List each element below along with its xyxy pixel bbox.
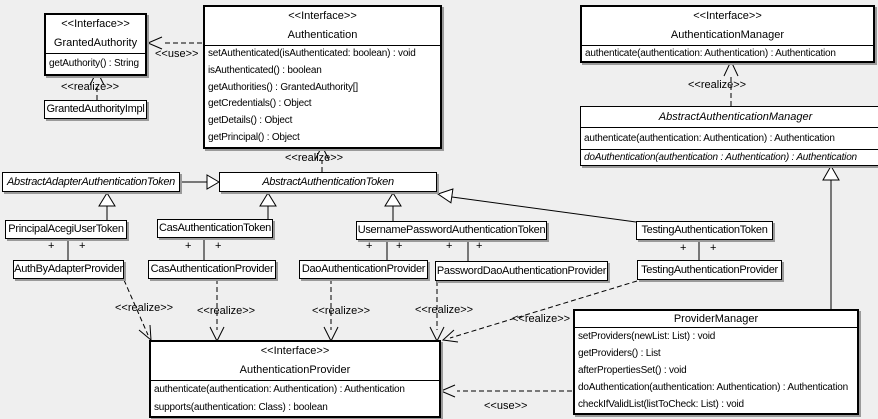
plus-up-pwddao-2: +: [476, 240, 483, 252]
method: doAuthentication(authentication : Authen…: [584, 152, 857, 163]
class-dao-authentication-provider: DaoAuthenticationProvider: [299, 260, 428, 279]
class-name: GrantedAuthorityImpl: [46, 103, 145, 115]
plus-principal-1: +: [48, 240, 55, 252]
class-principal-acegi-user-token: PrincipalAcegiUserToken: [5, 220, 127, 239]
method: getProviders() : List: [578, 348, 661, 359]
stereotype: <<Interface>>: [61, 18, 130, 30]
method: authenticate(authentication: Authenticat…: [154, 384, 405, 395]
stereotype: <<Interface>>: [260, 345, 330, 357]
class-granted-authority-impl: GrantedAuthorityImpl: [44, 100, 147, 119]
use-arrow-providermanager-authenticationprovider: [439, 384, 572, 398]
class-authentication: <<Interface>> Authentication setAuthenti…: [203, 5, 442, 149]
class-title: <<Interface>> Authentication: [205, 7, 440, 46]
method: afterPropertiesSet() : void: [578, 365, 687, 376]
gen-arrow-testing-token: [436, 188, 637, 223]
method: authenticate(authentication: Authenticat…: [581, 128, 878, 150]
class-cas-authentication-provider: CasAuthenticationProvider: [148, 260, 276, 279]
class-title: <<Interface>> AuthenticationProvider: [151, 342, 439, 381]
plus-up-pwddao-1: +: [446, 240, 453, 252]
use-arrow-authentication-grantedauthority: [146, 36, 202, 50]
class-title: <<Interface>> AuthenticationManager: [582, 7, 873, 46]
realize-label-password-dao-provider: <<realize>>: [415, 304, 474, 316]
class-password-dao-authentication-provider: PasswordDaoAuthenticationProvider: [435, 261, 608, 281]
plus-up-dao-2: +: [396, 240, 403, 252]
class-name: TestingAuthenticationProvider: [641, 264, 778, 276]
class-provider-manager: ProviderManager setProviders(newList: Li…: [573, 309, 859, 415]
method: getAuthority() : String: [49, 58, 139, 69]
realize-label-abstract-authentication-token: <<realize>>: [285, 152, 344, 164]
class-name: AuthenticationManager: [670, 29, 785, 41]
use-label-provider-manager: <<use>>: [484, 400, 528, 412]
class-name: Authentication: [287, 29, 358, 41]
use-label-granted-authority: <<use>>: [155, 48, 199, 60]
class-name: AuthByAdapterProvider: [14, 263, 123, 275]
class-abstract-authentication-token: AbstractAuthenticationToken: [219, 172, 437, 192]
class-authentication-manager: <<Interface>> AuthenticationManager auth…: [580, 5, 875, 63]
stereotype: <<Interface>>: [288, 10, 357, 22]
method: setProviders(newList: List) : void: [578, 331, 716, 342]
class-name: AbstractAuthenticationToken: [262, 176, 394, 188]
method: getPrincipal() : Object: [208, 131, 300, 143]
realize-label-auth-by-adapter-provider: <<realize>>: [115, 302, 174, 314]
class-abstract-adapter-authentication-token: AbstractAdapterAuthenticationToken: [2, 172, 180, 192]
realize-label-dao-authentication-provider: <<realize>>: [312, 305, 371, 317]
realize-label-cas-authentication-provider: <<realize>>: [197, 305, 256, 317]
method: checkIfValidList(listToCheck: List) : vo…: [578, 399, 744, 410]
class-name: AbstractAuthenticationManager: [581, 107, 878, 128]
method: getDetails() : Object: [208, 115, 293, 127]
method: getCredentials() : Object: [208, 98, 312, 110]
gen-arrow-principal-token: [98, 192, 116, 220]
class-name: AuthenticationProvider: [239, 364, 351, 376]
plus-cas-1: +: [185, 240, 192, 252]
class-authentication-provider: <<Interface>> AuthenticationProvider aut…: [149, 340, 441, 418]
method: getAuthorities() : GrantedAuthority[]: [208, 81, 358, 93]
method: supports(authentication: Class) : boolea…: [154, 401, 328, 413]
gen-arrow-abstractadapter-abstracttoken: [180, 174, 220, 190]
class-name: PasswordDaoAuthenticationProvider: [436, 265, 607, 277]
method: isAuthenticated() : boolean: [208, 64, 322, 76]
method: doAuthentication(authentication: Authent…: [578, 382, 848, 393]
plus-cas-2: +: [215, 240, 222, 252]
plus-testing-1: +: [680, 242, 687, 254]
realize-arrow-testing-provider: [441, 280, 638, 343]
class-name: UsernamePasswordAuthenticationToken: [357, 224, 546, 236]
class-name: AbstractAdapterAuthenticationToken: [7, 176, 175, 188]
class-abstract-authentication-manager: AbstractAuthenticationManager authentica…: [580, 106, 878, 166]
class-testing-authentication-provider: TestingAuthenticationProvider: [637, 260, 782, 280]
realize-label-granted-authority-impl: <<realize>>: [61, 81, 120, 93]
class-name: CasAuthenticationProvider: [150, 263, 274, 275]
class-name: CasAuthenticationToken: [158, 222, 272, 234]
stereotype: <<Interface>>: [693, 10, 762, 22]
class-title: <<Interface>> GrantedAuthority: [46, 15, 145, 54]
class-granted-authority: <<Interface>> GrantedAuthority getAuthor…: [44, 13, 147, 76]
class-name: DaoAuthenticationProvider: [301, 263, 426, 275]
gen-arrow-providermanager: [822, 164, 840, 309]
plus-testing-2: +: [710, 242, 717, 254]
gen-arrow-cas-token: [259, 192, 277, 219]
plus-up-dao-1: +: [366, 240, 373, 252]
gen-arrow-usernamepassword-token: [384, 192, 402, 222]
realize-label-abstract-authentication-manager: <<realize>>: [688, 79, 747, 91]
method: setAuthenticated(isAuthenticated: boolea…: [208, 48, 416, 59]
class-name: TestingAuthenticationToken: [641, 224, 768, 236]
class-name: ProviderManager: [575, 311, 857, 328]
class-cas-authentication-token: CasAuthenticationToken: [157, 219, 273, 238]
class-name: PrincipalAcegiUserToken: [8, 223, 124, 235]
class-username-password-authentication-token: UsernamePasswordAuthenticationToken: [356, 221, 547, 240]
class-name: GrantedAuthority: [53, 37, 138, 49]
method: authenticate(authentication: Authenticat…: [585, 48, 836, 59]
class-auth-by-adapter-provider: AuthByAdapterProvider: [13, 260, 124, 279]
realize-label-testing-provider: <<realize>>: [512, 313, 571, 325]
plus-principal-2: +: [79, 240, 86, 252]
class-testing-authentication-token: TestingAuthenticationToken: [636, 221, 773, 240]
